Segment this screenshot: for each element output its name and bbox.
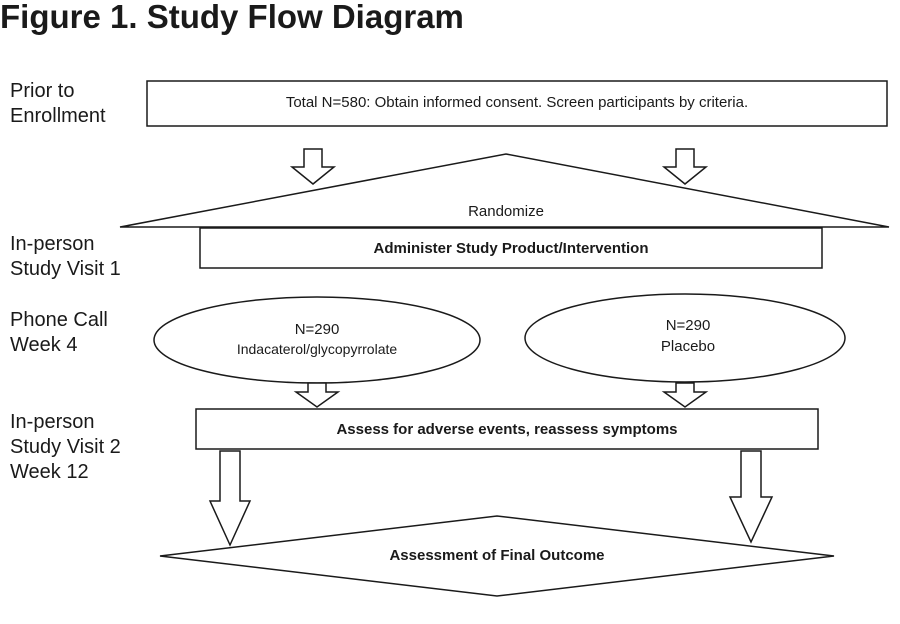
down-arrow-icon bbox=[728, 450, 774, 544]
row-label-line: Week 12 bbox=[10, 461, 89, 483]
arm-name: Placebo bbox=[661, 338, 715, 355]
screening-box bbox=[146, 80, 888, 127]
arm-ellipse-placebo bbox=[524, 293, 846, 383]
randomize-text: Randomize bbox=[468, 203, 544, 220]
down-arrow-icon bbox=[208, 450, 252, 547]
administer-text: Administer Study Product/Intervention bbox=[373, 240, 648, 257]
row-label-line: Study Visit 2 bbox=[10, 436, 121, 458]
row-label-line: Study Visit 1 bbox=[10, 258, 121, 280]
row-label-line: Week 4 bbox=[10, 334, 78, 356]
row-label-line: Enrollment bbox=[10, 105, 106, 127]
row-label-prior-to-enrollment: Prior to Enrollment bbox=[10, 79, 106, 129]
row-label-line: In-person bbox=[10, 411, 95, 433]
screening-text: Total N=580: Obtain informed consent. Sc… bbox=[286, 94, 748, 111]
assess-box bbox=[195, 408, 819, 450]
arm-name: Indacaterol/glycopyrrolate bbox=[237, 341, 398, 357]
row-label-line: In-person bbox=[10, 233, 95, 255]
arm-n: N=290 bbox=[666, 317, 711, 334]
down-arrow-icon bbox=[661, 382, 709, 408]
final-outcome-diamond bbox=[159, 515, 835, 597]
row-label-line: Prior to bbox=[10, 80, 75, 102]
row-label-study-visit-1: In-person Study Visit 1 bbox=[10, 232, 121, 282]
final-outcome-text: Assessment of Final Outcome bbox=[389, 547, 604, 564]
down-arrow-icon bbox=[289, 148, 337, 185]
assess-text: Assess for adverse events, reassess symp… bbox=[336, 421, 677, 438]
down-arrow-icon bbox=[661, 148, 709, 185]
arm-n: N=290 bbox=[295, 321, 340, 338]
figure-title: Figure 1. Study Flow Diagram bbox=[0, 0, 464, 35]
arm-ellipse-indacaterol bbox=[153, 296, 481, 384]
row-label-study-visit-2: In-person Study Visit 2 Week 12 bbox=[10, 410, 121, 485]
row-label-phone-call: Phone Call Week 4 bbox=[10, 308, 108, 358]
row-label-line: Phone Call bbox=[10, 309, 108, 331]
administer-box bbox=[199, 227, 823, 269]
down-arrow-icon bbox=[293, 382, 341, 408]
